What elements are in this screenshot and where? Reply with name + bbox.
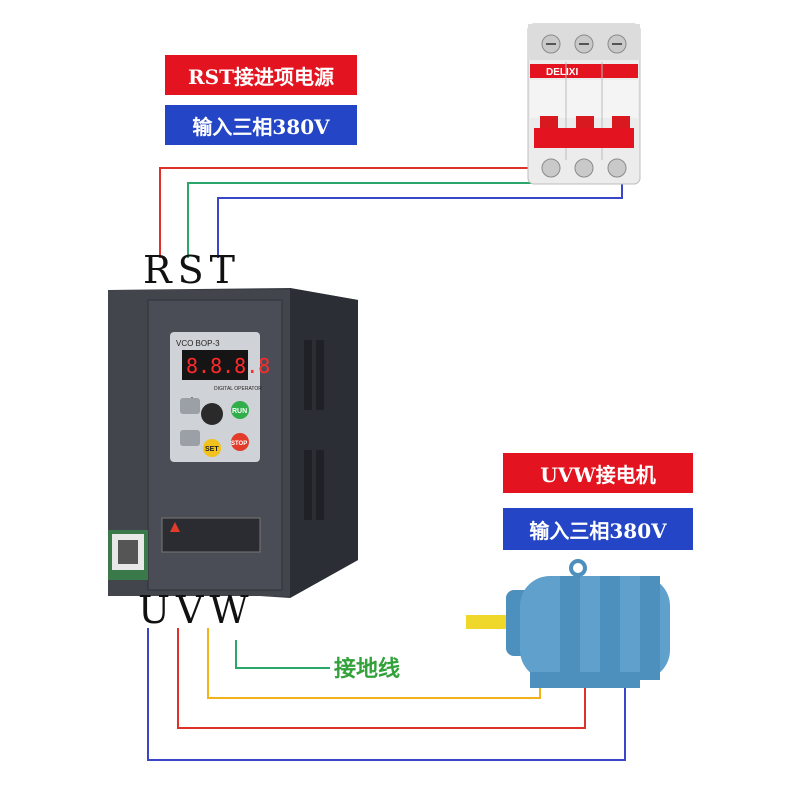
wire-v: [177, 628, 586, 729]
input-terminals-label: RST: [143, 248, 241, 292]
wire-t: [217, 176, 623, 258]
rst-input-label: RST接进项电源: [165, 55, 357, 95]
motor: [466, 559, 670, 688]
stop-button-label: STOP: [231, 441, 247, 447]
circuit-breaker: [527, 23, 641, 185]
wire-ground: [235, 640, 330, 669]
run-button-label: RUN: [232, 408, 247, 415]
inverter-operator-label: DIGITAL OPERATOR: [214, 386, 262, 392]
ground-wire-label: 接地线: [334, 656, 401, 682]
wire-u: [147, 628, 626, 761]
input-three-phase-label-top: 输入三相380V: [165, 105, 357, 145]
inverter-display: 8.8.8.8: [186, 354, 270, 378]
wire-s: [187, 176, 589, 258]
breaker-brand: DELIXI: [546, 67, 578, 78]
uvw-motor-label: UVW接电机: [503, 453, 693, 493]
wire-r: [159, 167, 561, 258]
input-three-phase-label-bottom: 输入三相380V: [503, 508, 693, 550]
inverter: [108, 288, 358, 598]
inverter-model: VCO BOP-3: [176, 339, 220, 348]
output-terminals-label: UVW: [138, 588, 255, 632]
wire-w: [207, 628, 541, 699]
set-button-label: SET: [205, 446, 219, 453]
